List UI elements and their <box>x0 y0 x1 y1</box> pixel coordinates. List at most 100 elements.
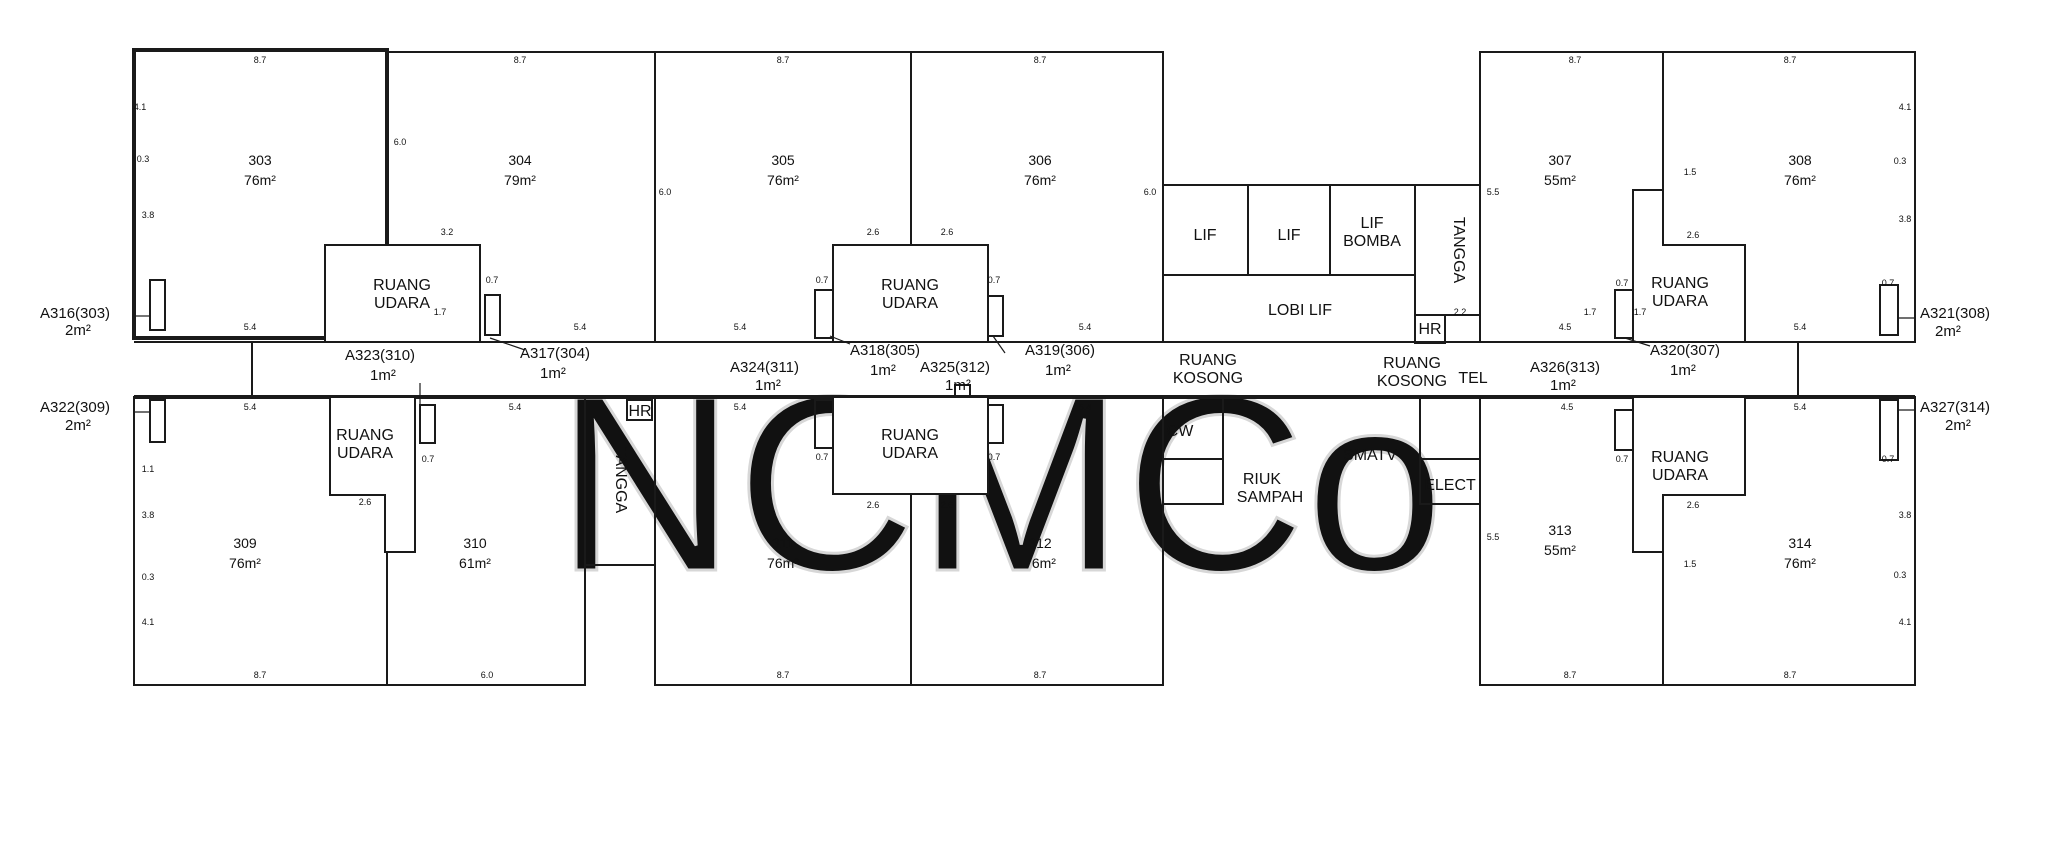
dim-303-side-2: 0.3 <box>137 154 150 164</box>
dim-310-bottom: 6.0 <box>481 670 494 680</box>
riuk-label: RIUK <box>1243 471 1282 488</box>
dim-309-side: 1.1 <box>142 464 155 474</box>
dim-310-lot: 0.7 <box>422 454 435 464</box>
ruang-udara-label: UDARA <box>882 295 938 312</box>
dim-306-side: 6.0 <box>1144 187 1157 197</box>
lot-a323-area: 1m² <box>370 367 396 384</box>
lot-a317-area: 1m² <box>540 365 566 382</box>
tangga-top-label: TANGGA <box>1450 217 1467 284</box>
dim-303-bottom: 5.4 <box>244 322 257 332</box>
dim-314-side: 3.8 <box>1899 510 1912 520</box>
lot-a316-code: A316(303) <box>40 305 110 322</box>
dim-308-side-2: 0.3 <box>1894 156 1907 166</box>
dim-312-void-bottom: 2.6 <box>941 500 954 510</box>
unit-309-area: 76m² <box>229 555 261 571</box>
dim-304-bottom: 5.4 <box>574 322 587 332</box>
dim-312-top: 5.4 <box>1079 402 1092 412</box>
lif-bomba-label-2: BOMBA <box>1343 233 1401 250</box>
dim-307-side: 5.5 <box>1487 187 1500 197</box>
ruang-udara-label: RUANG <box>1651 449 1709 466</box>
dim-308-side-3: 3.8 <box>1899 214 1912 224</box>
lot-a324-code: A324(311) <box>730 359 799 376</box>
unit-311-number: 311 <box>772 535 795 551</box>
ruang-udara-311-312 <box>832 396 989 495</box>
unit-303-number: 303 <box>248 152 272 168</box>
unit-306-area: 76m² <box>1024 172 1056 188</box>
dim-303-top: 8.7 <box>254 55 267 65</box>
dim-307-bottom: 4.5 <box>1559 322 1572 332</box>
dim-311-top: 5.4 <box>734 402 747 412</box>
unit-305-area: 76m² <box>767 172 799 188</box>
lot-a327-area: 2m² <box>1945 417 1971 434</box>
unit-304-area: 79m² <box>504 172 536 188</box>
unit-307-area: 55m² <box>1544 172 1576 188</box>
unit-303-area: 76m² <box>244 172 276 188</box>
dim-311-void-bottom: 2.6 <box>867 500 880 510</box>
hr-top-label: HR <box>1418 321 1441 338</box>
dim-309-top: 5.4 <box>244 402 257 412</box>
dim-308-side: 4.1 <box>1899 102 1912 112</box>
lif-1-label: LIF <box>1193 227 1216 244</box>
dim-304-void-top: 3.2 <box>441 227 454 237</box>
lot-a323-code: A323(310) <box>345 347 415 364</box>
ruang-kosong-left-1: RUANG <box>1179 352 1237 369</box>
dim-307-lot-h: 1.7 <box>1634 307 1647 317</box>
lot-a318-area: 1m² <box>870 362 896 379</box>
lif-2-label: LIF <box>1277 227 1300 244</box>
dim-313-lot: 0.7 <box>1616 454 1629 464</box>
unit-307-number: 307 <box>1548 152 1572 168</box>
dim-314-side-3: 4.1 <box>1899 617 1912 627</box>
smatv-label: SMATV <box>1343 447 1397 464</box>
dim-305-side: 6.0 <box>659 187 672 197</box>
dim-308-lot: 0.7 <box>1882 278 1895 288</box>
unit-313-area: 55m² <box>1544 542 1576 558</box>
unit-311-area: 76m² <box>767 555 799 571</box>
unit-313-number: 313 <box>1548 522 1572 538</box>
ruang-udara-label: UDARA <box>1652 293 1708 310</box>
dim-307-lot: 0.7 <box>1616 278 1629 288</box>
unit-306-number: 306 <box>1028 152 1052 168</box>
lot-a316-area: 2m² <box>65 322 91 339</box>
tel-label: TEL <box>1458 370 1487 387</box>
ruang-udara-309-310 <box>329 396 416 553</box>
dim-312-lot: 0.7 <box>988 452 1001 462</box>
dim-308-void-top: 2.6 <box>1687 230 1700 240</box>
dim-313-void-side: 1.5 <box>1684 559 1697 569</box>
sampah-label: SAMPAH <box>1237 489 1303 506</box>
dim-304-lot: 0.7 <box>486 275 499 285</box>
unit-312-outline[interactable] <box>910 396 1164 686</box>
unit-310-number: 310 <box>463 535 487 551</box>
tangga-top-outline <box>1414 184 1481 316</box>
dim-309-bottom: 8.7 <box>254 670 267 680</box>
dim-310-void-bottom: 2.6 <box>359 497 372 507</box>
lot-a318-code: A318(305) <box>850 342 920 359</box>
ruang-udara-label: RUANG <box>881 427 939 444</box>
lot-a321-area: 2m² <box>1935 323 1961 340</box>
unit-309-number: 309 <box>233 535 257 551</box>
dim-305-void-top: 2.6 <box>867 227 880 237</box>
dim-306-lot: 0.7 <box>988 275 1001 285</box>
dim-308-top: 8.7 <box>1784 55 1797 65</box>
ruang-udara-label: UDARA <box>374 295 430 312</box>
lot-a325-area: 1m² <box>945 377 971 394</box>
dim-307-top: 8.7 <box>1569 55 1582 65</box>
riuk-sampah-room <box>1162 458 1224 505</box>
cw-label: CW <box>1167 423 1195 440</box>
lif-bomba-label-1: LIF <box>1360 215 1383 232</box>
ruang-udara-307-308 <box>1632 189 1746 343</box>
dim-304-side: 6.0 <box>394 137 407 147</box>
unit-308-number: 308 <box>1788 152 1812 168</box>
lot-a322-code: A322(309) <box>40 399 110 416</box>
dim-309-side-3: 0.3 <box>142 572 155 582</box>
hr-bottom-box <box>626 399 653 421</box>
dim-312-bottom: 8.7 <box>1034 670 1047 680</box>
lot-a319-area: 1m² <box>1045 362 1071 379</box>
ruang-udara-label: UDARA <box>1652 467 1708 484</box>
ruang-kosong-left-2: KOSONG <box>1173 370 1243 387</box>
unit-304-number: 304 <box>508 152 532 168</box>
lot-a320-code: A320(307) <box>1650 342 1720 359</box>
dim-305-lot: 0.7 <box>816 275 829 285</box>
dim-314-side-2: 0.3 <box>1894 570 1907 580</box>
unit-314-area: 76m² <box>1784 555 1816 571</box>
dim-314-void-bottom: 2.6 <box>1687 500 1700 510</box>
